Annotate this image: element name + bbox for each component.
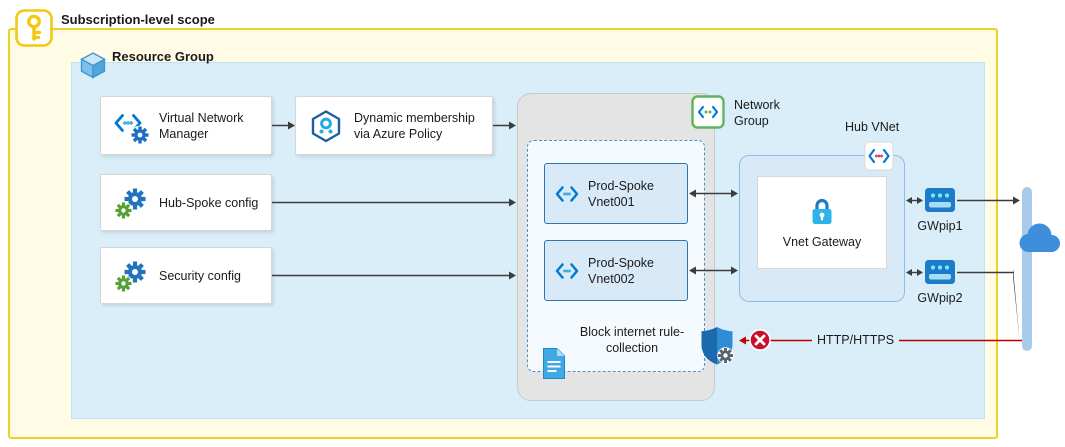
virtual-network-icon bbox=[554, 258, 580, 284]
lock-icon bbox=[809, 196, 835, 228]
hub-virtual-network-icon bbox=[864, 141, 894, 171]
vnet-gateway-node: Vnet Gateway bbox=[757, 176, 887, 269]
cloud-icon bbox=[1013, 219, 1065, 257]
security-config-label: Security config bbox=[159, 268, 241, 283]
dynamic-membership-node: Dynamic membership via Azure Policy bbox=[295, 96, 493, 155]
virtual-network-manager-label: Virtual Network Manager bbox=[159, 110, 244, 141]
policy-hexagon-icon bbox=[308, 108, 344, 144]
gears-icon bbox=[113, 185, 149, 221]
gwpip1-label: GWpip1 bbox=[917, 219, 963, 233]
gwpip2-label: GWpip2 bbox=[917, 291, 963, 305]
prod-spoke-vnet001-label: Prod-Spoke Vnet001 bbox=[588, 178, 655, 209]
public-ip-icon bbox=[924, 187, 956, 213]
firewall-shield-icon bbox=[699, 325, 735, 365]
prod-spoke-vnet002-node: Prod-Spoke Vnet002 bbox=[544, 240, 688, 301]
key-icon bbox=[15, 9, 53, 47]
network-group-icon bbox=[691, 95, 725, 129]
dynamic-membership-label: Dynamic membership via Azure Policy bbox=[354, 110, 475, 141]
hub-spoke-config-node: Hub-Spoke config bbox=[100, 174, 272, 231]
security-config-node: Security config bbox=[100, 247, 272, 304]
public-ip-icon bbox=[924, 259, 956, 285]
resource-group-label: Resource Group bbox=[112, 49, 214, 64]
prod-spoke-vnet002-label: Prod-Spoke Vnet002 bbox=[588, 255, 655, 286]
vnet-gateway-label: Vnet Gateway bbox=[782, 235, 862, 249]
blocked-icon bbox=[749, 329, 771, 351]
cube-icon bbox=[78, 50, 108, 80]
virtual-network-manager-node: Virtual Network Manager bbox=[100, 96, 272, 155]
blocked-traffic-label: HTTP/HTTPS bbox=[812, 332, 900, 348]
virtual-network-manager-icon bbox=[113, 108, 149, 144]
virtual-network-icon bbox=[554, 181, 580, 207]
rule-collection-label: Block internet rule-collection bbox=[579, 325, 685, 356]
hub-spoke-config-label: Hub-Spoke config bbox=[159, 195, 259, 210]
document-icon bbox=[541, 347, 567, 380]
subscription-scope-label: Subscription-level scope bbox=[61, 12, 215, 27]
gears-icon bbox=[113, 258, 149, 294]
hub-vnet-label: Hub VNet bbox=[845, 120, 900, 134]
prod-spoke-vnet001-node: Prod-Spoke Vnet001 bbox=[544, 163, 688, 224]
internet-edge-bar bbox=[1022, 187, 1032, 351]
network-group-label: Network Group bbox=[734, 98, 780, 129]
